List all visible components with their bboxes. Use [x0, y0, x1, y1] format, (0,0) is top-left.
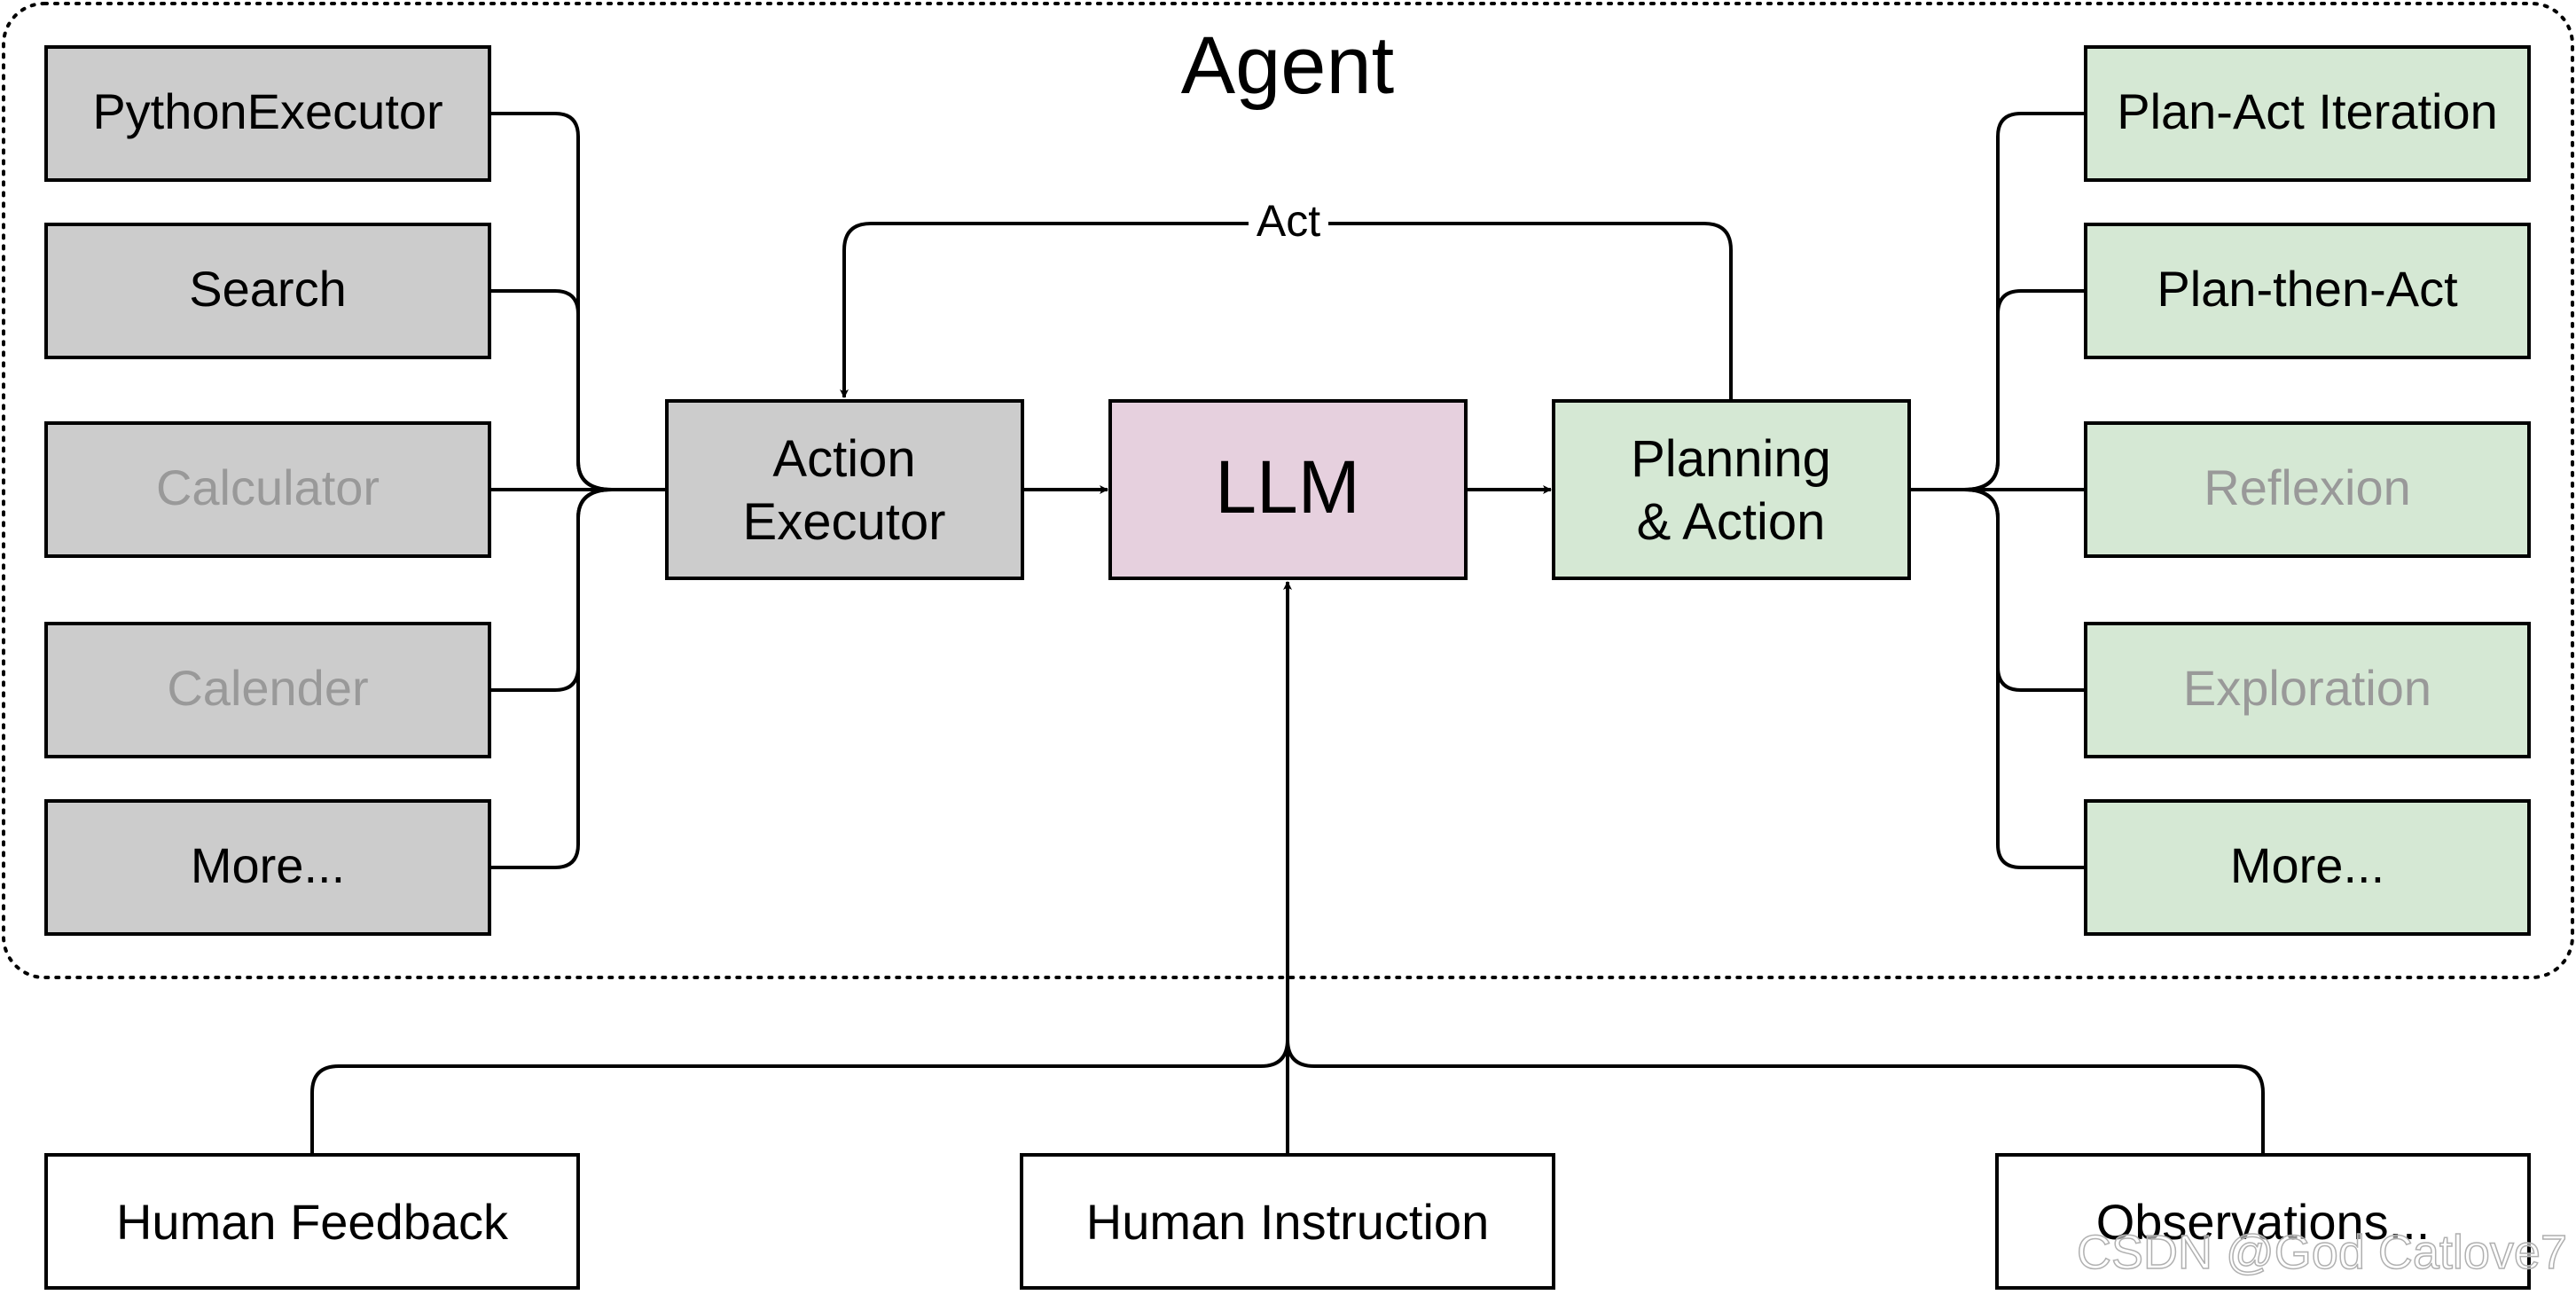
tool-label: Calculator [156, 459, 380, 515]
llm-label: LLM [1215, 445, 1359, 529]
input-box-human-feedback[interactable]: Human Feedback [44, 1153, 580, 1290]
tool-label: Calender [167, 660, 368, 716]
input-box-rect [44, 1153, 580, 1290]
input-label: Human Instruction [1086, 1194, 1489, 1250]
act-label-bg [1249, 199, 1328, 248]
tool-box-rect [44, 421, 491, 558]
tool-label: Search [189, 261, 346, 317]
input-label: Observations... [2096, 1194, 2431, 1250]
tool-box-rect [44, 799, 491, 936]
agent-container [2, 2, 2574, 979]
strategy-box-rect [2084, 799, 2531, 936]
strategy-box-rect [2084, 45, 2531, 182]
strategy-label: Reflexion [2204, 459, 2410, 515]
strategy-label: More... [2230, 837, 2384, 893]
strategy-label: Plan-Act Iteration [2117, 83, 2498, 139]
input-label: Human Feedback [116, 1194, 509, 1250]
input-box-rect [1995, 1153, 2531, 1290]
watermark: CSDN @God Catlove7 [2077, 1226, 2567, 1279]
strategy-connectors [1909, 112, 2086, 869]
connector-more-tools [489, 488, 613, 869]
input-box-observations[interactable]: Observations... [1995, 1153, 2531, 1290]
tool-box-rect [44, 223, 491, 359]
strategy-label: Plan-then-Act [2157, 261, 2458, 317]
tool-connectors [489, 112, 667, 869]
strategy-box-rect [2084, 223, 2531, 359]
strategy-box-plan-then-act[interactable]: Plan-then-Act [2084, 223, 2531, 359]
strategy-box-rect [2084, 421, 2531, 558]
action-executor-line2: Executor [743, 493, 946, 551]
connector-calender [489, 488, 613, 692]
action-executor-rect [665, 399, 1024, 580]
planning-action-box[interactable]: Planning & Action [1552, 399, 1911, 580]
tool-label: PythonExecutor [92, 83, 442, 139]
input-connectors [310, 581, 2265, 1155]
connector-search [489, 289, 613, 491]
input-box-human-instruction[interactable]: Human Instruction [1020, 1153, 1555, 1290]
agent-title: Agent [1181, 20, 1394, 111]
tool-box-search[interactable]: Search [44, 223, 491, 359]
strategy-box-more[interactable]: More... [2084, 799, 2531, 936]
strategy-box-reflexion[interactable]: Reflexion [2084, 421, 2531, 558]
tool-label: More... [191, 837, 345, 893]
strategy-box-plan-act-iteration[interactable]: Plan-Act Iteration [2084, 45, 2531, 182]
tool-box-calculator[interactable]: Calculator [44, 421, 491, 558]
strategy-label: Exploration [2183, 660, 2431, 716]
tool-box-rect [44, 45, 491, 182]
tool-box-rect [44, 622, 491, 758]
connector-human-feedback [310, 1039, 1289, 1155]
tool-box-more[interactable]: More... [44, 799, 491, 936]
planning-action-rect [1552, 399, 1911, 580]
act-label: Act [1257, 196, 1320, 246]
action-executor-line1: Action [772, 430, 915, 488]
planning-line1: Planning [1631, 430, 1831, 488]
strategy-box-rect [2084, 622, 2531, 758]
llm-rect [1108, 399, 1468, 580]
input-box-rect [1020, 1153, 1555, 1290]
tool-box-calender[interactable]: Calender [44, 622, 491, 758]
tool-box-python-executor[interactable]: PythonExecutor [44, 45, 491, 182]
llm-box[interactable]: LLM [1108, 399, 1468, 580]
act-feedback-loop [840, 222, 1733, 401]
strategy-box-exploration[interactable]: Exploration [2084, 622, 2531, 758]
action-executor-box[interactable]: Action Executor [665, 399, 1024, 580]
connector-plan-then-act [1963, 289, 2086, 491]
connector-observations [1286, 1039, 2265, 1155]
planning-line2: & Action [1637, 493, 1826, 551]
connector-more-strategies [1963, 488, 2086, 869]
connector-exploration [1963, 488, 2086, 692]
